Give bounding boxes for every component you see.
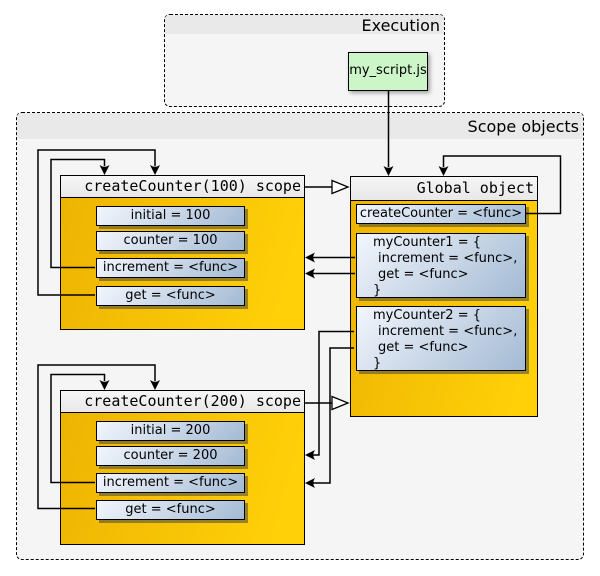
script-node: my_script.js bbox=[348, 52, 428, 91]
mycounter2-line: increment = <func>, bbox=[378, 324, 518, 339]
scope100-var-initial: initial = 100 bbox=[96, 206, 245, 226]
scope200-var-get: get = <func> bbox=[96, 500, 245, 520]
global-object-box: Global object createCounter = <func> myC… bbox=[350, 176, 538, 417]
scope100-header: createCounter(100) scope bbox=[61, 176, 304, 198]
scope200-var-initial: initial = 200 bbox=[96, 421, 245, 441]
mycounter1-line: get = <func> bbox=[378, 266, 469, 282]
global-object-header: Global object bbox=[351, 177, 537, 201]
execution-title-band: Execution bbox=[165, 15, 444, 34]
mycounter1-line: increment = <func>, bbox=[378, 250, 518, 266]
global-var-mycounter1: myCounter1 = { increment = <func>, get =… bbox=[356, 232, 526, 298]
scope100-var-get: get = <func> bbox=[96, 285, 245, 306]
global-var-createcounter: createCounter = <func> bbox=[356, 204, 526, 224]
mycounter2-line: myCounter2 = { bbox=[373, 308, 482, 323]
mycounter2-line: } bbox=[373, 356, 382, 371]
scope100-box: createCounter(100) scope initial = 100 c… bbox=[60, 175, 305, 330]
execution-title: Execution bbox=[361, 16, 440, 35]
global-var-mycounter2: myCounter2 = { increment = <func>, get =… bbox=[356, 306, 526, 371]
scope100-var-counter: counter = 100 bbox=[96, 231, 245, 251]
scope-objects-title-band: Scope objects bbox=[17, 113, 583, 139]
mycounter1-line: } bbox=[373, 282, 382, 298]
scope100-var-increment: increment = <func> bbox=[96, 258, 245, 278]
mycounter2-line: get = <func> bbox=[378, 340, 469, 355]
mycounter1-line: myCounter1 = { bbox=[373, 234, 482, 250]
scope200-box: createCounter(200) scope initial = 200 c… bbox=[60, 390, 305, 545]
scope200-header: createCounter(200) scope bbox=[61, 391, 304, 413]
scope200-var-counter: counter = 200 bbox=[96, 446, 245, 466]
scope-objects-title: Scope objects bbox=[467, 117, 579, 136]
scope200-var-increment: increment = <func> bbox=[96, 473, 245, 493]
